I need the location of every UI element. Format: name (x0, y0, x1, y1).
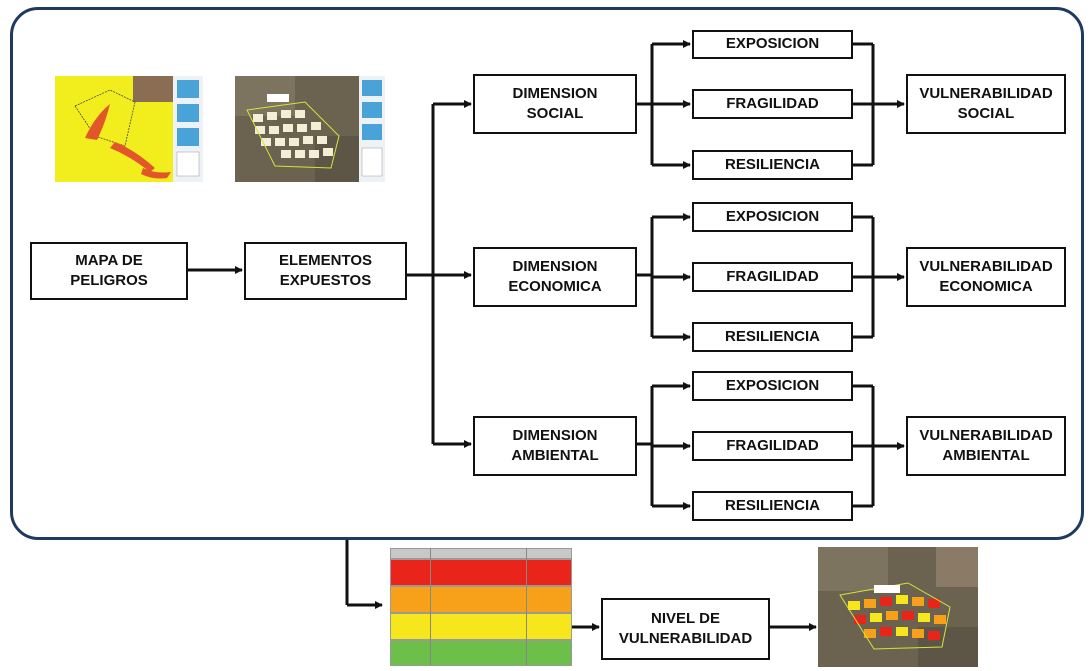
dimension-social-box: DIMENSION SOCIAL (473, 74, 637, 134)
resiliencia-ambiental-box: RESILIENCIA (692, 491, 853, 521)
hazard-map-box: MAPA DE PELIGROS (30, 242, 188, 300)
exposicion-social-box: EXPOSICION (692, 30, 853, 59)
hazard-map-thumbnail (55, 76, 203, 182)
risk-level-table-thumbnail (390, 548, 572, 666)
exposed-elements-box: ELEMENTOS EXPUESTOS (244, 242, 407, 300)
fragilidad-economica-box: FRAGILIDAD (692, 262, 853, 292)
vulnerabilidad-economica-box: VULNERABILIDAD ECONOMICA (906, 247, 1066, 307)
dimension-ambiental-box: DIMENSION AMBIENTAL (473, 416, 637, 476)
resiliencia-social-box: RESILIENCIA (692, 150, 853, 180)
vulnerabilidad-ambiental-box: VULNERABILIDAD AMBIENTAL (906, 416, 1066, 476)
resiliencia-economica-box: RESILIENCIA (692, 322, 853, 352)
exposicion-ambiental-box: EXPOSICION (692, 371, 853, 401)
vulnerabilidad-social-box: VULNERABILIDAD SOCIAL (906, 74, 1066, 134)
fragilidad-ambiental-box: FRAGILIDAD (692, 431, 853, 461)
vulnerability-result-map-thumbnail (818, 547, 978, 667)
dimension-economica-box: DIMENSION ECONOMICA (473, 247, 637, 307)
exposed-elements-thumbnail (235, 76, 385, 182)
fragilidad-social-box: FRAGILIDAD (692, 89, 853, 119)
exposicion-economica-box: EXPOSICION (692, 202, 853, 232)
vulnerability-level-box: NIVEL DE VULNERABILIDAD (601, 598, 770, 660)
